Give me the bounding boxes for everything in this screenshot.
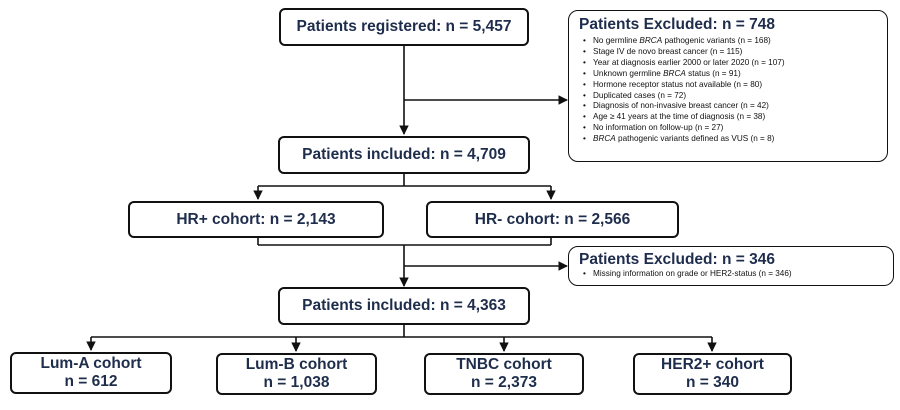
cohort-box-lumb: Lum-B cohort n = 1,038	[216, 353, 377, 395]
included-box-1: Patients included: n = 4,709	[278, 136, 530, 174]
included-1-label: Patients included: n = 4,709	[302, 146, 506, 163]
excluded-2-item: Missing information on grade or HER2-sta…	[583, 269, 885, 280]
cohort-name: TNBC cohort	[456, 356, 552, 373]
excluded-1-title: Patients Excluded: n = 748	[579, 16, 775, 33]
excluded-1-item: Age ≥ 41 years at the time of diagnosis …	[583, 112, 879, 123]
excluded-2-title: Patients Excluded: n = 346	[579, 251, 775, 268]
excluded-1-list: No germline BRCA pathogenic variants (n …	[579, 36, 879, 145]
excluded-1-item: Stage IV de novo breast cancer (n = 115)	[583, 47, 879, 58]
excluded-2-list: Missing information on grade or HER2-sta…	[579, 269, 885, 280]
cohort-name: Lum-B cohort	[245, 356, 348, 373]
cohort-name: HER2+ cohort	[661, 356, 764, 373]
excluded-1-item: BRCA pathogenic variants defined as VUS …	[583, 134, 879, 145]
excluded-1-item: Diagnosis of non-invasive breast cancer …	[583, 101, 879, 112]
hr-pos-box: HR+ cohort: n = 2,143	[128, 201, 384, 238]
hr-neg-box: HR- cohort: n = 2,566	[426, 201, 679, 238]
registered-label: Patients registered: n = 5,457	[296, 18, 512, 35]
hr-neg-label: HR- cohort: n = 2,566	[474, 210, 631, 228]
excluded-box-2: Patients Excluded: n = 346 Missing infor…	[568, 246, 894, 286]
cohort-count: n = 2,373	[471, 374, 537, 391]
excluded-1-item: Year at diagnosis earlier 2000 or later …	[583, 58, 879, 69]
cohort-box-her2: HER2+ cohort n = 340	[633, 353, 792, 395]
cohort-box-luma: Lum-A cohort n = 612	[10, 352, 172, 394]
included-2-label: Patients included: n = 4,363	[302, 297, 506, 314]
excluded-box-1: Patients Excluded: n = 748 No germline B…	[568, 10, 888, 162]
cohort-count: n = 612	[64, 373, 118, 390]
hr-pos-label: HR+ cohort: n = 2,143	[176, 210, 336, 228]
cohort-count: n = 340	[686, 374, 739, 391]
excluded-1-item: Duplicated cases (n = 72)	[583, 91, 879, 102]
excluded-1-item: Hormone receptor status not available (n…	[583, 80, 879, 91]
cohort-count: n = 1,038	[263, 374, 330, 391]
registered-box: Patients registered: n = 5,457	[279, 8, 529, 46]
excluded-1-item: Unknown germline BRCA status (n = 91)	[583, 69, 879, 80]
excluded-1-item: No germline BRCA pathogenic variants (n …	[583, 36, 879, 47]
cohort-box-tnbc: TNBC cohort n = 2,373	[424, 353, 584, 395]
included-box-2: Patients included: n = 4,363	[278, 287, 530, 325]
cohort-name: Lum-A cohort	[40, 355, 142, 372]
excluded-1-item: No information on follow-up (n = 27)	[583, 123, 879, 134]
